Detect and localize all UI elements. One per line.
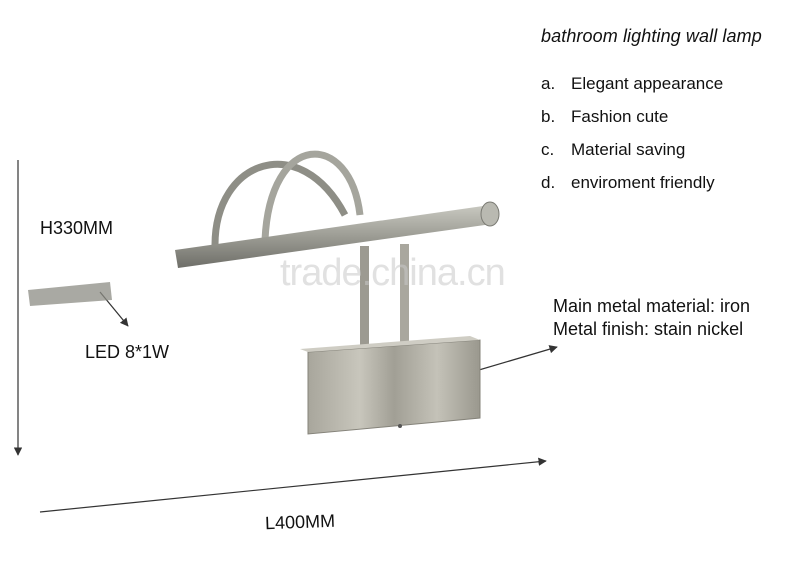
- material-label: Main metal material: iron: [553, 296, 751, 316]
- lamp-stem-left: [360, 246, 369, 348]
- finish-label: Metal finish: stain nickel: [553, 319, 744, 339]
- lamp-head: [175, 205, 497, 268]
- lamp-arm-right: [261, 150, 364, 241]
- lamp-arm-left: [211, 160, 349, 246]
- length-dimension-line: [39, 457, 547, 513]
- product-title: bathroom lighting wall lamp: [541, 26, 762, 46]
- lamp-base: [307, 339, 481, 435]
- lamp-head-end: [480, 201, 500, 227]
- lamp-head-shadow: [28, 282, 112, 306]
- feature-item: a.Elegant appearance: [541, 74, 724, 93]
- length-label: L400MM: [264, 510, 336, 534]
- led-label: LED 8*1W: [85, 342, 170, 362]
- feature-item: d.enviroment friendly: [541, 173, 715, 192]
- feature-item: c.Material saving: [541, 140, 686, 159]
- feature-item: b.Fashion cute: [541, 107, 669, 126]
- watermark: trade.china.cn: [280, 252, 506, 294]
- height-label: H330MM: [40, 218, 114, 238]
- lamp-stem-right: [400, 244, 409, 344]
